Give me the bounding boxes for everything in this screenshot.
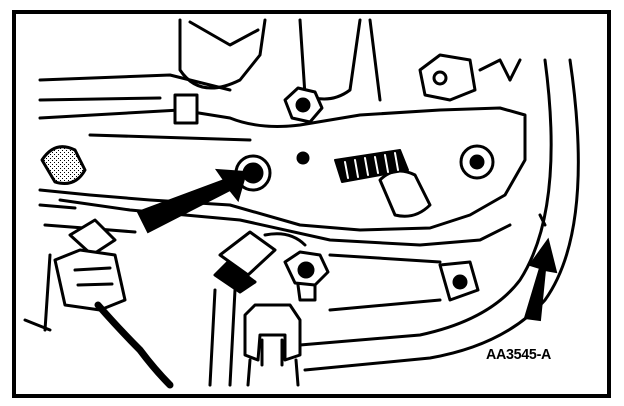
callout-arrow-bolt xyxy=(136,168,248,234)
center-connector xyxy=(208,230,307,387)
border-frame xyxy=(12,10,611,398)
left-bracket xyxy=(38,145,137,234)
figure-id-label: AA3545-A xyxy=(486,346,552,363)
curved-hose xyxy=(298,58,580,372)
target-bolt xyxy=(234,151,310,192)
vent-grille xyxy=(334,149,409,183)
mounting-bracket xyxy=(38,93,527,247)
right-mount xyxy=(328,253,480,312)
lower-bolt xyxy=(283,250,330,302)
callout-arrow-hose xyxy=(523,237,558,322)
left-connector xyxy=(23,218,174,389)
bottom-clip xyxy=(243,303,302,387)
upper-bolt xyxy=(283,86,324,124)
